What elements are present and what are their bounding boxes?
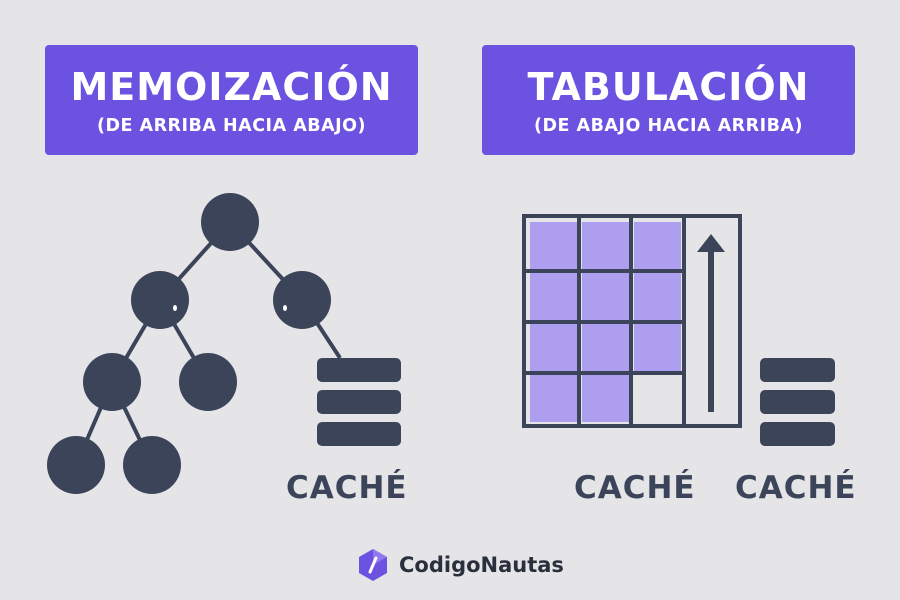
grid-cell — [530, 324, 577, 371]
tabulation-grid — [522, 214, 742, 428]
brand-logo: CodigoNautas — [355, 547, 564, 583]
memo-cache-label: CACHÉ — [286, 470, 408, 506]
grid-cell — [582, 273, 629, 320]
highlight-dot — [283, 305, 287, 311]
cache-bar — [317, 390, 401, 414]
tree-node — [179, 353, 237, 411]
grid-lines — [524, 216, 686, 426]
grid-cell — [634, 324, 681, 371]
tab-stack-cache-label: CACHÉ — [735, 470, 857, 506]
grid-cell — [582, 375, 629, 422]
memoization-banner: MEMOIZACIÓN (DE ARRIBA HACIA ABAJO) — [45, 45, 418, 155]
tree-node — [47, 436, 105, 494]
tab-grid-cache-label: CACHÉ — [574, 470, 696, 506]
memoization-subtitle: (DE ARRIBA HACIA ABAJO) — [96, 116, 367, 136]
tabulation-subtitle: (DE ABAJO HACIA ARRIBA) — [533, 116, 804, 136]
grid-cell — [530, 222, 577, 269]
tree-node — [273, 271, 331, 329]
highlight-dot — [173, 305, 177, 311]
grid-cell — [582, 324, 629, 371]
recursion-tree — [74, 220, 342, 466]
tree-node — [83, 353, 141, 411]
tree-node — [123, 436, 181, 494]
memo-cache-stack-icon — [317, 358, 401, 446]
grid-filled-cells — [530, 222, 681, 422]
grid-cell — [634, 222, 681, 269]
cache-bar — [317, 358, 401, 382]
tabulation-banner: TABULACIÓN (DE ABAJO HACIA ARRIBA) — [482, 45, 855, 155]
recursion-tree-nodes — [47, 193, 331, 494]
grid-cell — [530, 375, 577, 422]
grid-cell — [634, 273, 681, 320]
cache-bar — [760, 422, 835, 446]
grid-cell — [582, 222, 629, 269]
brand-name: CodigoNautas — [399, 553, 564, 577]
tabulation-title: TABULACIÓN — [527, 65, 810, 109]
arrow-head — [697, 234, 725, 252]
tree-node-root — [201, 193, 259, 251]
cache-bar — [760, 390, 835, 414]
cache-bar — [760, 358, 835, 382]
code-slash-icon — [359, 549, 387, 581]
tree-node — [131, 271, 189, 329]
memoization-title: MEMOIZACIÓN — [70, 65, 393, 109]
up-arrow-icon — [697, 234, 725, 412]
grid-cell — [530, 273, 577, 320]
tab-cache-stack-icon — [760, 358, 835, 446]
node-highlight-dots — [173, 305, 287, 311]
cache-bar — [317, 422, 401, 446]
